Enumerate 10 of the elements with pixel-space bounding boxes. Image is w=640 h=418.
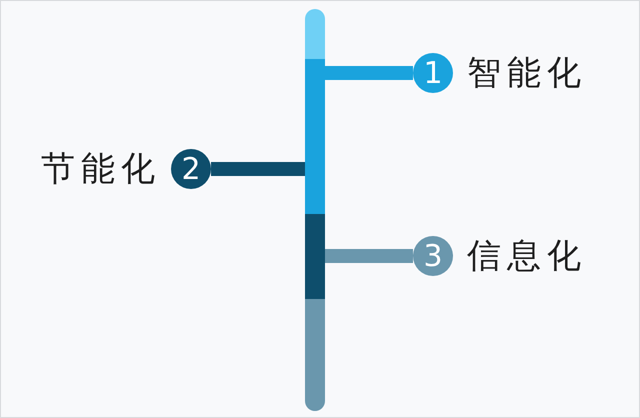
timeline-bar [305, 9, 325, 411]
branch-connector [325, 66, 413, 80]
branch-label: 信息化 [467, 239, 587, 273]
number-circle: 1 [413, 53, 453, 93]
branch-label: 智能化 [467, 56, 587, 90]
branch-connector [211, 162, 305, 176]
number-circle: 2 [171, 149, 211, 189]
number-circle: 3 [413, 236, 453, 276]
branch-connector [325, 249, 413, 263]
branch-label: 节能化 [41, 152, 161, 186]
